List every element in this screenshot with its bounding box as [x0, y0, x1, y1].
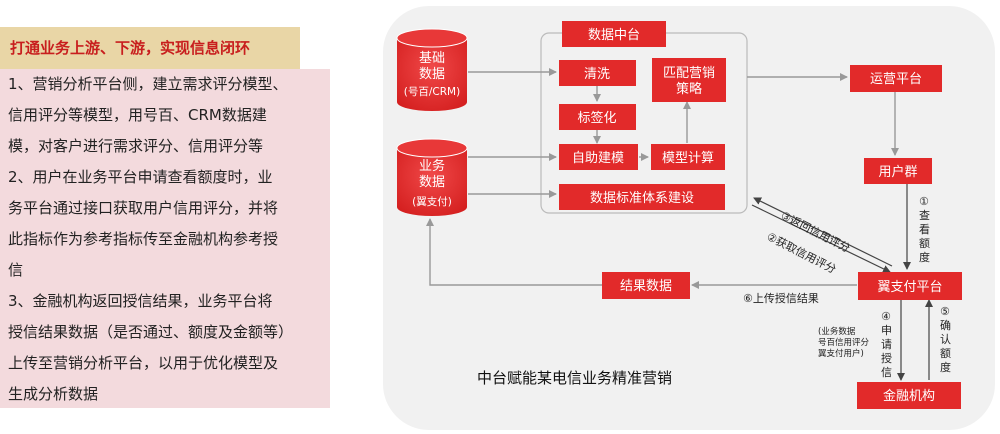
finance-box: 金融机构	[857, 382, 961, 409]
svg-text:翼支付用户): 翼支付用户)	[818, 348, 864, 359]
tag-box: 标签化	[559, 104, 636, 130]
svg-text:度: 度	[919, 250, 930, 264]
svg-text:认: 认	[940, 333, 951, 346]
business-data-line1: 业务	[419, 158, 445, 174]
description-line: 上传至营销分析平台，以用于优化模型及	[8, 354, 279, 372]
match-label-2: 策略	[676, 81, 702, 97]
description-line: 3、金融机构返回授信结果，业务平台将	[8, 292, 273, 310]
business-data-line3: (翼支付)	[412, 195, 452, 208]
svg-text:度: 度	[940, 360, 951, 374]
description-line: 1、营销分析平台侧，建立需求评分模型、	[8, 75, 288, 93]
svg-text:授: 授	[881, 351, 892, 365]
match-strategy-box: 匹配营销 策略	[652, 58, 726, 102]
base-data-line2: 数据	[419, 67, 445, 82]
finance-label: 金融机构	[883, 388, 935, 404]
svg-text:⑤: ⑤	[940, 305, 950, 318]
svg-text:①: ①	[919, 195, 929, 208]
arrow-return-score	[753, 197, 893, 267]
match-label-1: 匹配营销	[663, 66, 715, 81]
svg-text:看: 看	[919, 222, 930, 236]
svg-text:(业务数据: (业务数据	[818, 326, 856, 337]
result-data-box: 结果数据	[602, 272, 690, 299]
business-data-cylinder: 业务 数据 (翼支付)	[396, 138, 468, 216]
description-line: 生成分析数据	[8, 385, 99, 403]
data-center-label: 数据中台	[588, 28, 640, 43]
base-data-line1: 基础	[419, 51, 445, 66]
base-data-cylinder: 基础 数据 (号百/CRM)	[396, 28, 468, 111]
svg-text:号百信用评分: 号百信用评分	[818, 337, 870, 348]
description-line: 授信结果数据（是否通过、额度及金额等）	[8, 323, 294, 341]
clean-box: 清洗	[559, 60, 636, 86]
user-group-box: 用户群	[864, 158, 932, 184]
pay-platform-box: 翼支付平台	[858, 272, 962, 300]
description-line: 信	[8, 261, 24, 279]
tag-label: 标签化	[577, 110, 616, 126]
user-group-label: 用户群	[878, 164, 917, 180]
confirm-quota-label: ⑤ 确 认 额 度	[940, 305, 951, 374]
model-calc-box: 模型计算	[651, 144, 725, 170]
left-description: 1、营销分析平台侧，建立需求评分模型、信用评分等模型，用号百、CRM数据建模，对…	[0, 69, 330, 408]
description-line: 此指标作为参考指标传至金融机构参考授	[8, 230, 279, 248]
svg-text:额: 额	[919, 237, 930, 250]
svg-text:查: 查	[919, 208, 930, 222]
upload-result-label: ⑥上传授信结果	[743, 291, 819, 305]
description-line: 务平台通过接口获取用户信用评分，并将	[8, 199, 279, 217]
svg-text:确: 确	[940, 319, 951, 332]
arrow-result-to-business	[426, 218, 602, 286]
pay-platform-label: 翼支付平台	[877, 280, 942, 295]
diagram-caption: 中台赋能某电信业务精准营销	[477, 369, 672, 387]
svg-text:请: 请	[881, 338, 892, 351]
auto-model-box: 自助建模	[559, 144, 638, 170]
result-data-label: 结果数据	[620, 279, 672, 294]
description-line: 信用评分等模型，用号百、CRM数据建	[8, 106, 267, 124]
view-quota-label: ① 查 看 额 度	[919, 195, 930, 264]
data-standard-box: 数据标准体系建设	[559, 184, 725, 210]
model-calc-label: 模型计算	[662, 151, 714, 166]
apply-credit-label: ④ 申 请 授 信	[881, 310, 892, 379]
ops-platform-box: 运营平台	[850, 65, 942, 92]
description-line: 模，对客户进行需求评分、信用评分等	[8, 137, 264, 155]
base-data-line3: (号百/CRM)	[404, 86, 460, 98]
clean-label: 清洗	[584, 67, 610, 82]
description-line: 2、用户在业务平台申请查看额度时，业	[8, 168, 273, 186]
svg-text:信: 信	[881, 366, 892, 379]
data-center-box: 数据中台	[562, 21, 666, 47]
business-data-note: (业务数据 号百信用评分 翼支付用户)	[818, 326, 870, 359]
svg-text:申: 申	[881, 324, 892, 337]
arrow-get-score	[751, 204, 891, 273]
data-standard-label: 数据标准体系建设	[590, 191, 694, 206]
auto-model-label: 自助建模	[572, 151, 624, 166]
business-data-line2: 数据	[419, 175, 445, 190]
svg-text:④: ④	[881, 310, 891, 323]
svg-text:额: 额	[940, 347, 951, 360]
ops-platform-label: 运营平台	[870, 72, 922, 87]
left-title: 打通业务上游、下游，实现信息闭环	[0, 27, 300, 69]
